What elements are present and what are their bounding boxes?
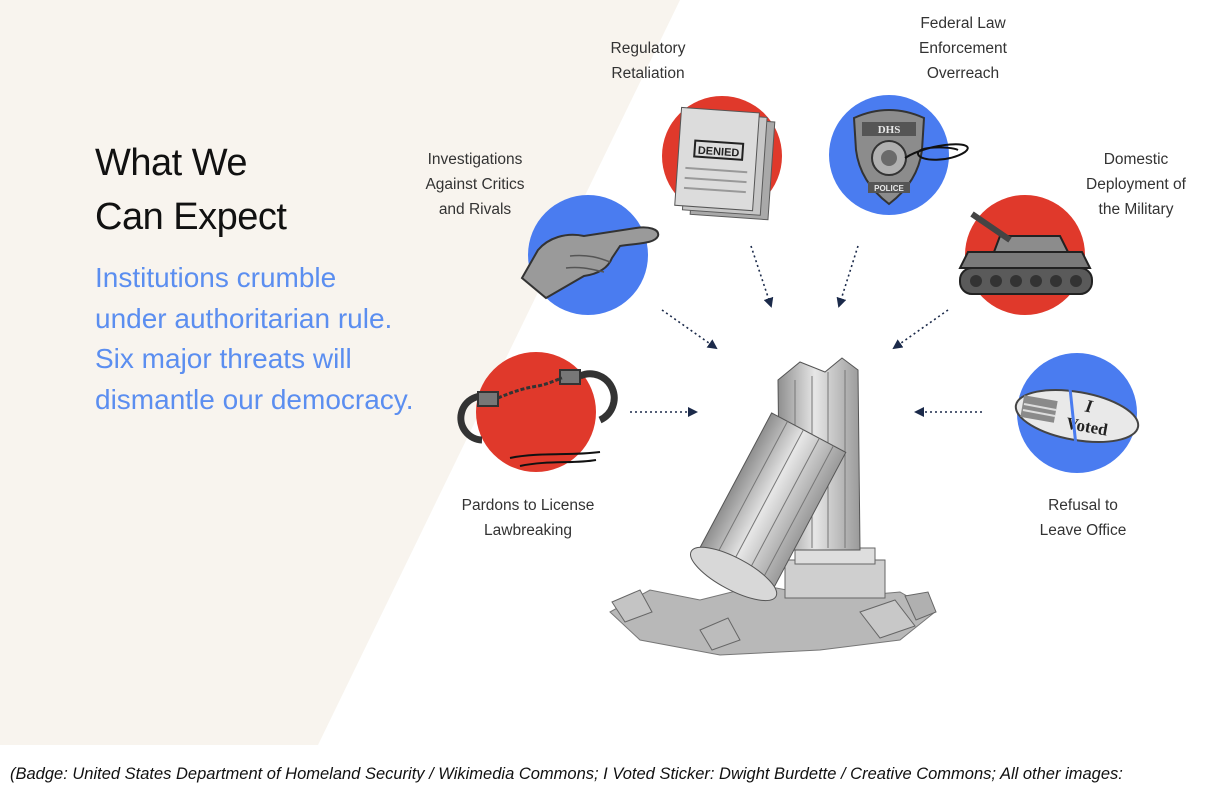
denied-stamp-text: DENIED — [697, 145, 739, 160]
denied-folder-icon: DENIED — [674, 106, 776, 221]
subtitle: Institutions crumble under authoritarian… — [95, 262, 414, 415]
label-line: Federal Law — [920, 15, 1006, 32]
label-line: Leave Office — [1039, 522, 1127, 539]
label-line: the Military — [1098, 201, 1174, 218]
label-line: Pardons to License — [461, 497, 595, 514]
military-node — [958, 195, 1093, 315]
arrow-military — [892, 309, 949, 350]
label-pardons: Pardons to License Lawbreaking — [448, 493, 608, 543]
label-line: Deployment of — [1086, 176, 1186, 193]
label-investigations: Investigations Against Critics and Rival… — [405, 147, 545, 222]
i-voted-sticker-icon: I Voted — [1014, 387, 1140, 447]
broken-column-icon — [609, 357, 937, 656]
title-line-1: What We — [95, 142, 248, 184]
title-line-2: Can Expect — [95, 196, 287, 238]
regulatory-node: DENIED — [662, 96, 782, 221]
arrow-federal — [836, 245, 859, 308]
label-refusal: Refusal to Leave Office — [1028, 493, 1138, 543]
label-line: Retaliation — [611, 65, 685, 82]
dhs-badge-icon: DHS POLICE — [852, 109, 969, 206]
arrow-investigations — [661, 309, 718, 350]
image-credits-caption: (Badge: United States Department of Home… — [10, 765, 1123, 783]
federal-node: DHS POLICE — [829, 95, 969, 215]
badge-text-dhs: DHS — [878, 124, 901, 136]
label-line: and Rivals — [438, 201, 512, 218]
threat-diagram: DENIED DHS POLICE — [457, 95, 1140, 656]
badge-text-police: POLICE — [874, 184, 904, 193]
arrows — [630, 245, 982, 417]
label-line: Against Critics — [425, 176, 525, 193]
label-line: Enforcement — [919, 40, 1007, 57]
page-title: What We Can Expect — [95, 136, 425, 244]
label-federal-law-enforcement: Federal Law Enforcement Overreach — [903, 11, 1023, 86]
arrow-regulatory — [750, 245, 774, 308]
label-line: Regulatory — [610, 40, 686, 57]
refusal-node: I Voted — [1014, 353, 1140, 473]
handcuffs-icon — [457, 369, 618, 467]
investigations-node — [520, 195, 660, 315]
label-line: Domestic — [1103, 151, 1169, 168]
pointing-hand-icon — [520, 226, 660, 300]
label-line: Investigations — [427, 151, 523, 168]
pardons-node — [457, 352, 618, 472]
label-line: Refusal to — [1048, 497, 1118, 514]
label-regulatory-retaliation: Regulatory Retaliation — [598, 36, 698, 86]
label-line: Overreach — [926, 65, 1000, 82]
label-line: Lawbreaking — [484, 522, 572, 539]
tank-icon — [958, 211, 1093, 295]
label-domestic-deployment: Domestic Deployment of the Military — [1072, 147, 1200, 222]
